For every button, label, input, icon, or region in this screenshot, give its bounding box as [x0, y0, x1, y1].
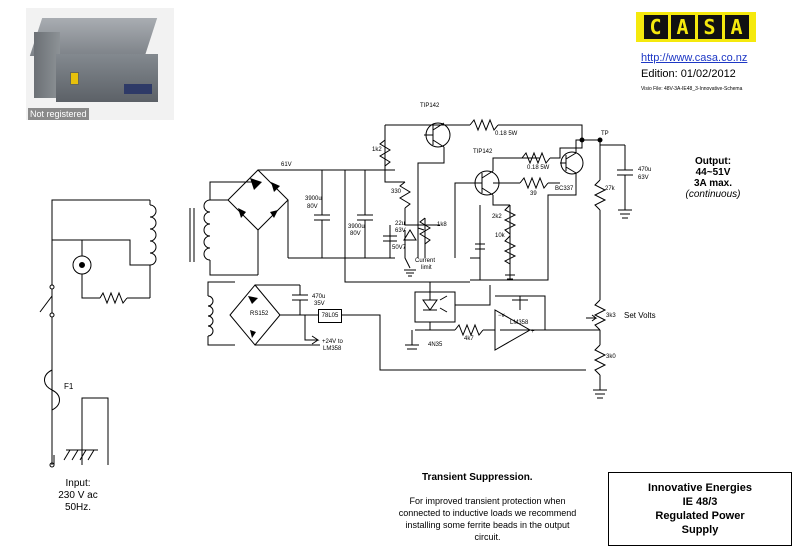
label-r-3k0: 3k0	[606, 354, 616, 360]
label-r-3k3: 3k3	[606, 313, 616, 319]
label-r-330: 330	[391, 189, 402, 195]
edition-date: Edition: 01/02/2012	[641, 68, 736, 80]
label-cap-3900a-b: 80V	[307, 204, 318, 210]
power-switch	[70, 72, 79, 85]
label-r-018-mid: 0.18 5W	[527, 165, 550, 171]
label-fuse: F1	[64, 382, 74, 391]
mains-input-section	[39, 199, 150, 468]
set-volts-divider	[586, 299, 607, 399]
feedback-control	[405, 282, 600, 351]
unit-side-panel	[34, 32, 60, 98]
label-cap-470-small-a: 470u	[312, 294, 326, 300]
label-opamp: LM358	[510, 320, 529, 326]
logo-letter: C	[643, 15, 668, 39]
output-voltage: 44~51V	[695, 167, 731, 178]
label-bridge-small: RS152	[250, 311, 269, 317]
label-supply-note-b: LM358	[323, 346, 342, 352]
main-transformer	[149, 181, 258, 298]
label-tip142-top: TIP142	[420, 103, 440, 109]
website-link[interactable]: http://www.casa.co.nz	[641, 52, 748, 64]
logo-letter: A	[724, 15, 749, 39]
label-cap-3900b-a: 3900u	[348, 224, 365, 230]
output-spec: Output: 44~51V 3A max. (continuous)	[668, 156, 758, 200]
input-title: Input:	[65, 478, 91, 489]
label-cap-470-small-b: 35V	[314, 301, 325, 307]
label-opamp-plus: +	[531, 329, 535, 335]
label-61v: 61V	[281, 162, 292, 168]
label-r-27k: 27k	[605, 186, 615, 192]
label-cap-22u-a: 22u	[395, 221, 406, 227]
auxiliary-supply	[207, 281, 586, 371]
title-line: IE 48/3	[682, 496, 718, 508]
label-bc337: BC337	[555, 186, 574, 192]
label-pot-1k8: 1k8	[437, 222, 447, 228]
label-current-limit-b: limit	[421, 265, 432, 271]
label-tip142-mid: TIP142	[473, 149, 493, 155]
output-title: Output:	[694, 156, 732, 167]
visio-filename: Visio File: 48V-3A-IE48_3-Innovative-Sch…	[641, 86, 743, 92]
output-mode: (continuous)	[685, 189, 741, 200]
title-block: Innovative Energies IE 48/3 Regulated Po…	[608, 472, 792, 546]
logo-letter: S	[697, 15, 722, 39]
label-supply-note-a: +24V to	[322, 339, 343, 345]
label-cap-3900b-b: 80V	[350, 231, 361, 237]
input-frequency: 50Hz.	[64, 502, 92, 513]
input-spec: Input: 230 V ac 50Hz.	[38, 478, 118, 514]
label-tp: TP	[601, 131, 609, 137]
transient-body: For improved transient protection when c…	[398, 496, 577, 542]
label-opamp-minus: −v	[498, 313, 505, 319]
label-r-018-top: 0.18 5W	[495, 131, 518, 137]
output-current: 3A max.	[694, 178, 732, 189]
label-r-2k2: 2k2	[492, 214, 502, 220]
label-r-39: 39	[530, 191, 537, 197]
title-line: Regulated Power	[655, 510, 745, 522]
label-r-10k: 10k	[495, 233, 505, 239]
transient-title: Transient Suppression.	[422, 472, 533, 483]
main-bridge-rectifier	[210, 169, 395, 275]
label-opto: 4N35	[428, 342, 443, 348]
brand-badge	[124, 84, 152, 94]
label-zener: 50V7	[392, 245, 407, 251]
title-line: Supply	[681, 524, 719, 536]
casa-logo: C A S A	[636, 12, 756, 42]
input-voltage: 230 V ac	[58, 490, 98, 501]
title-line: Innovative Energies	[648, 482, 752, 494]
label-cap-22u-b: 63V	[395, 228, 406, 234]
label-cap-470-out-b: 63V	[638, 175, 649, 181]
watermark: Not registered	[28, 108, 89, 120]
label-r-1k2: 1k2	[372, 147, 382, 153]
product-photo: Not registered	[26, 8, 174, 120]
label-r-4k7: 4k7	[464, 336, 474, 342]
pass-transistor-section	[379, 118, 633, 300]
label-cap-470-out-a: 470u	[638, 167, 652, 173]
logo-letter: A	[670, 15, 695, 39]
filter-capacitors	[288, 170, 470, 283]
label-set-volts: Set Volts	[624, 311, 656, 320]
label-current-limit-a: Current	[415, 258, 436, 264]
regulator-78l05: 78L05	[318, 309, 342, 323]
label-cap-3900a-a: 3900u	[305, 196, 322, 202]
